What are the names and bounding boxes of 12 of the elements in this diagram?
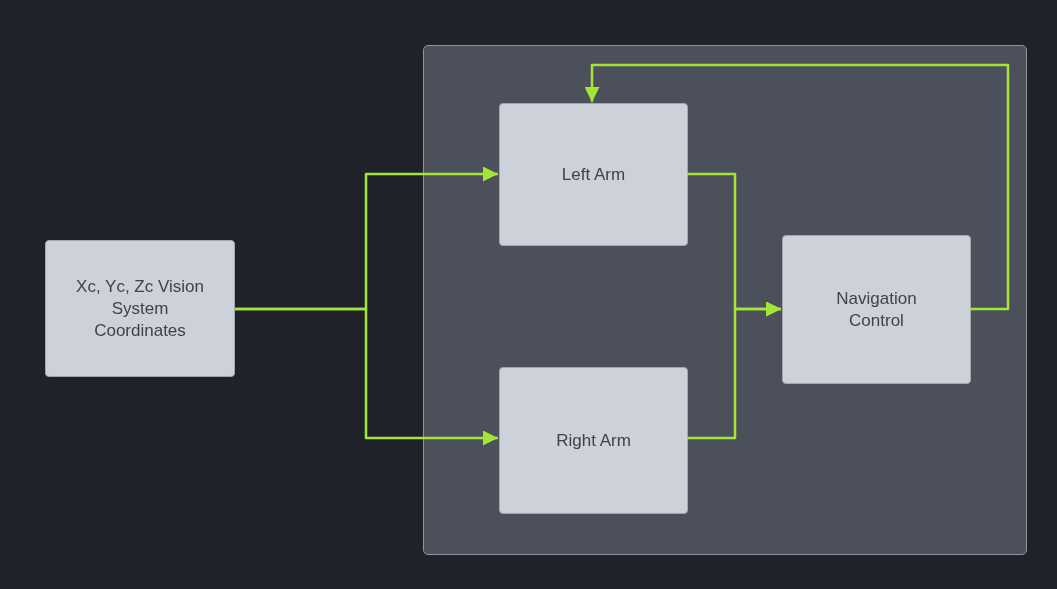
process-box bbox=[499, 367, 688, 514]
process-box bbox=[45, 240, 235, 377]
process-box bbox=[499, 103, 688, 246]
group-panel bbox=[423, 45, 1027, 555]
arrow bbox=[235, 307, 498, 446]
box-label: Left Arm bbox=[561, 163, 626, 186]
box-label: Xc, Yc, Zc Vision System Coordinates bbox=[75, 275, 205, 342]
process-box bbox=[782, 235, 971, 384]
arrow bbox=[687, 301, 781, 440]
arrow bbox=[584, 63, 1010, 311]
box-label: Navigation Control bbox=[835, 287, 918, 332]
box-label: Right Arm bbox=[556, 429, 631, 452]
